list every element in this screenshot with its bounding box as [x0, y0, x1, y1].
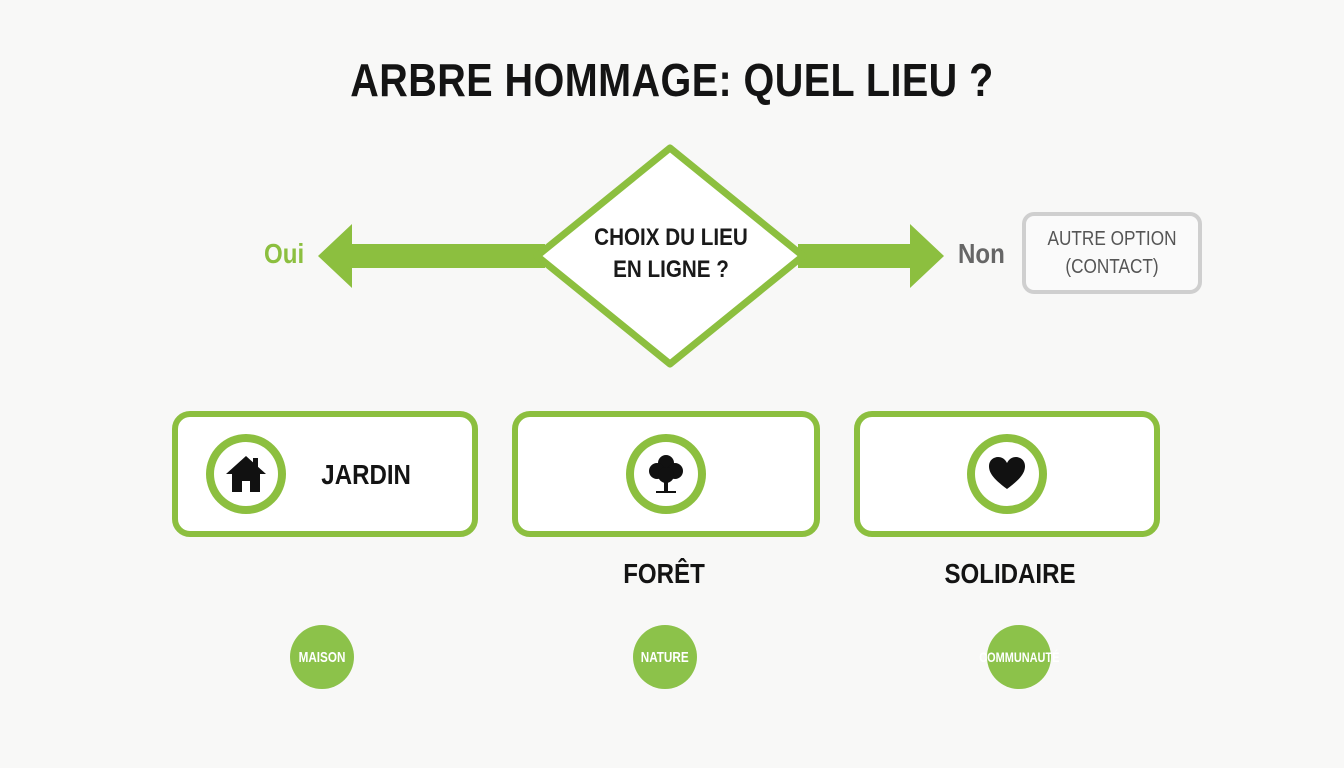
- option-label-foret: FORÊT: [623, 558, 705, 589]
- decision-diamond: [533, 144, 807, 368]
- yes-arrow-head: [318, 224, 352, 288]
- decision-line-1: CHOIX DU LIEU: [594, 224, 748, 251]
- page-title: ARBRE HOMMAGE: QUEL LIEU ?: [350, 54, 994, 106]
- decision-line-2: EN LIGNE ?: [613, 256, 729, 283]
- badge-maison: MAISON: [290, 625, 354, 689]
- house-icon-circle: [206, 434, 286, 514]
- badge-nature-text: NATURE: [641, 648, 689, 666]
- badge-communaute-text: COMMUNAUTÉ: [978, 649, 1060, 665]
- option-card-foret[interactable]: [512, 411, 820, 537]
- tree-icon: [649, 455, 683, 493]
- contact-line-1: AUTRE OPTION: [1047, 228, 1177, 250]
- yes-label: Oui: [264, 238, 305, 269]
- badge-communaute: COMMUNAUTÉ: [979, 625, 1059, 689]
- no-label: Non: [958, 238, 1005, 269]
- no-arrow-head: [910, 224, 944, 288]
- contact-option-box[interactable]: AUTRE OPTION (CONTACT): [1022, 212, 1202, 294]
- contact-line-2: (CONTACT): [1065, 256, 1159, 278]
- no-arrow-shaft: [798, 244, 916, 268]
- yes-arrow-shaft: [345, 244, 545, 268]
- decision-text: CHOIX DU LIEU EN LIGNE ?: [576, 222, 767, 286]
- option-label-solidaire: SOLIDAIRE: [944, 558, 1076, 589]
- house-icon: [226, 456, 266, 492]
- badge-maison-text: MAISON: [298, 648, 346, 666]
- option-label-jardin: JARDIN: [321, 459, 411, 490]
- heart-icon-circle: [967, 434, 1047, 514]
- tree-icon-circle: [626, 434, 706, 514]
- option-card-jardin[interactable]: JARDIN: [172, 411, 478, 537]
- option-card-solidaire[interactable]: [854, 411, 1160, 537]
- badge-nature: NATURE: [633, 625, 697, 689]
- heart-icon: [989, 457, 1025, 489]
